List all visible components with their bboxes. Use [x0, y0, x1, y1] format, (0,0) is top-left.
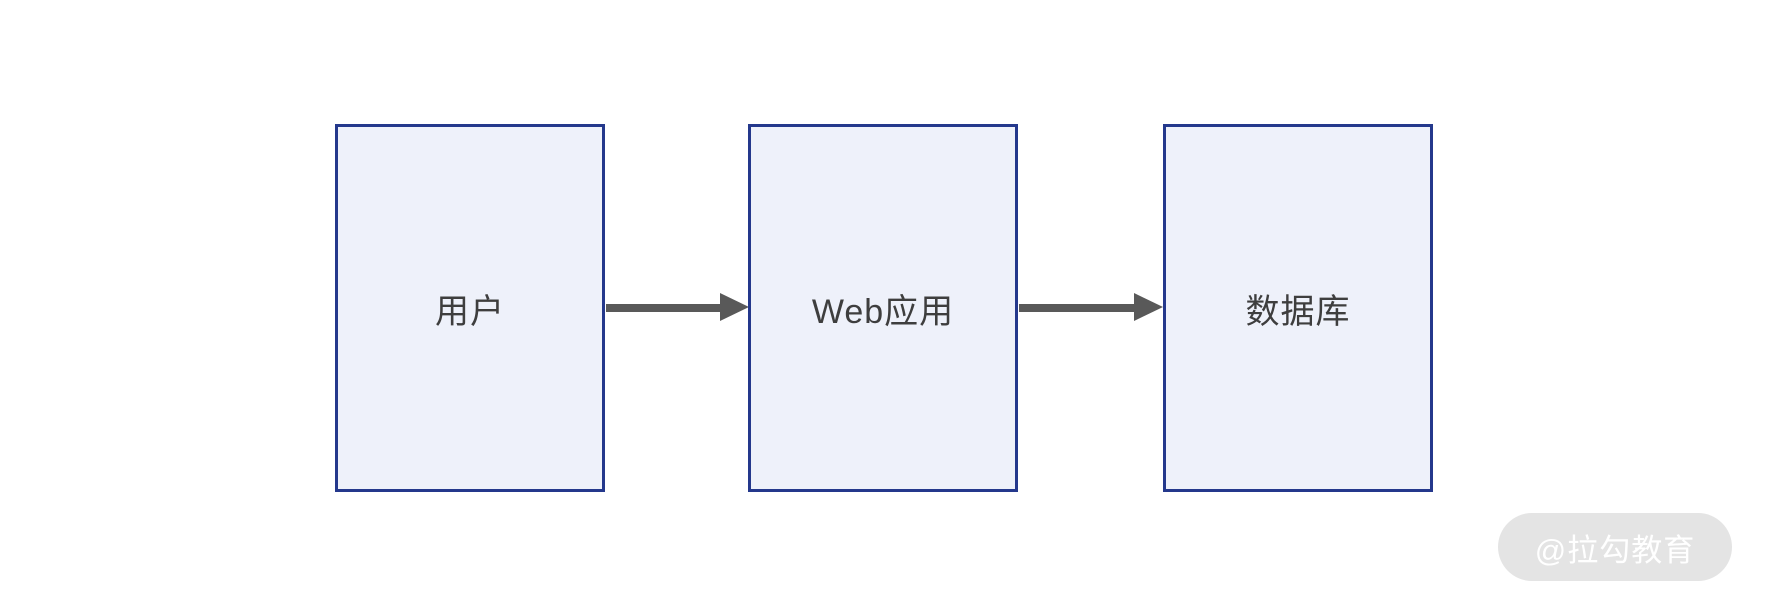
arrow-shaft: [606, 304, 726, 312]
node-user: 用户: [335, 124, 605, 492]
arrow-user-to-webapp: [606, 293, 749, 322]
node-web-app-label: Web应用: [811, 292, 955, 331]
node-database-label: 数据库: [1245, 292, 1351, 331]
watermark-label: @拉勾教育: [1534, 532, 1696, 568]
arrow-head-right-icon: [1134, 293, 1163, 321]
watermark-badge: @拉勾教育: [1498, 513, 1732, 581]
node-web-app: Web应用: [748, 124, 1018, 492]
node-database: 数据库: [1163, 124, 1433, 492]
arrow-shaft: [1019, 304, 1140, 312]
node-user-label: 用户: [435, 292, 505, 331]
arrow-webapp-to-database: [1019, 293, 1163, 322]
arrow-head-right-icon: [720, 293, 749, 321]
